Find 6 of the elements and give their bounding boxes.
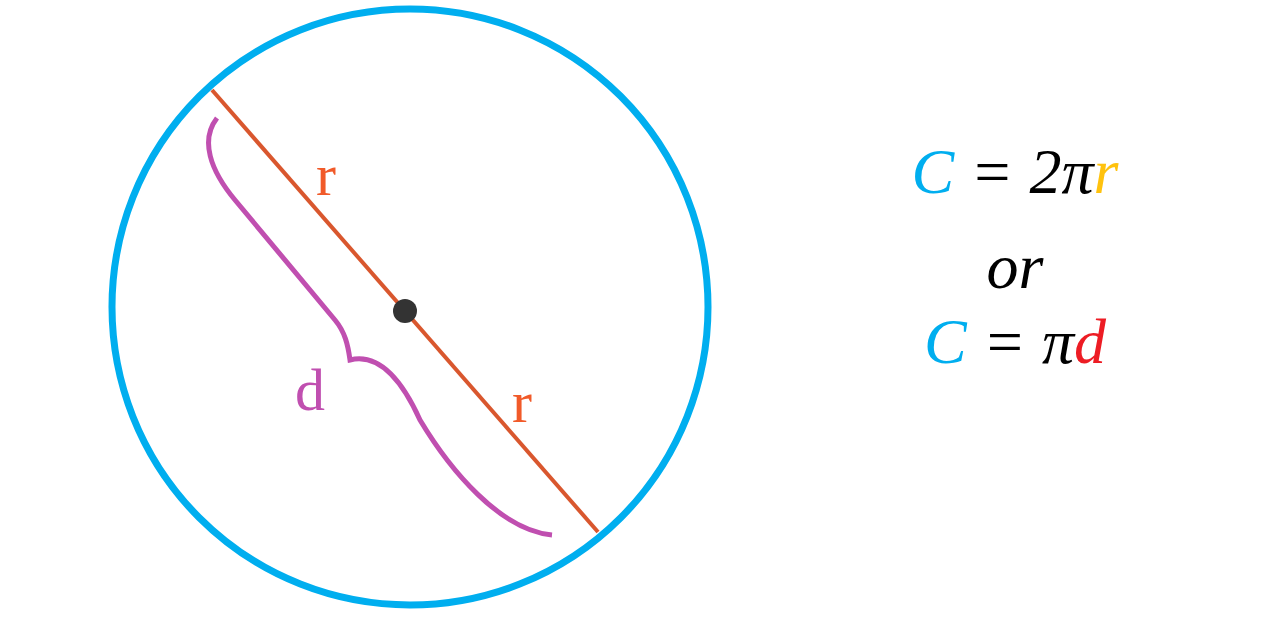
diameter-label: d [295,360,325,420]
radius-label: r [512,372,532,432]
connector-word: or [986,235,1044,299]
formula: C = πd [924,310,1106,374]
formula: C = 2πr [911,140,1119,204]
radius-label: r [316,145,336,205]
